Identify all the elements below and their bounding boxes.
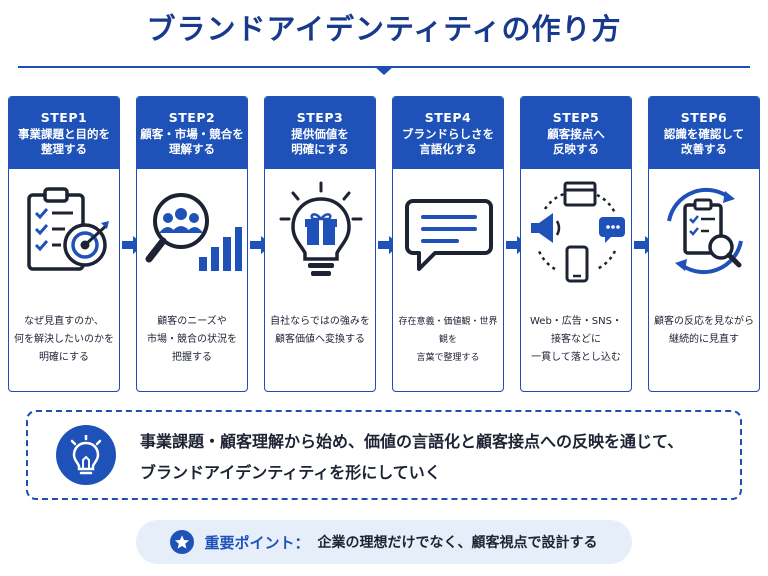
step-number: STEP2 [168,109,216,125]
step-card-5: STEP5 顧客接点へ 反映する Web・広告・SNS・ 接客などに 一貫して落… [520,96,632,392]
step-description: 顧客のニーズや 市場・競合の状況を 把握する [147,316,237,363]
step-description: Web・広告・SNS・ 接客などに 一貫して落とし込む [530,316,622,363]
step-title: 認識を確認して 改善する [663,126,745,156]
key-point-text: 企業の理想だけでなく、顧客視点で設計する [317,535,598,551]
key-point-label: 重要ポイント： [204,533,310,552]
step-header-1: STEP1 事業課題と目的を 整理する [9,97,119,169]
step-card-4: STEP4 ブランドらしさを 言語化する 存在意義・価値観・世界観を 言葉で整理… [392,96,504,392]
summary-box: 事業課題・顧客理解から始め、価値の言語化と顧客接点への反映を通じて、 ブランドア… [26,410,742,500]
touchpoints-cycle-icon [521,181,631,299]
step-header-2: STEP2 顧客・市場・競合を 理解する [137,97,247,169]
step-card-2: STEP2 顧客・市場・競合を 理解する 顧客のニーズや 市場・競合の状況を 把… [136,96,248,392]
step-header-3: STEP3 提供価値を 明確にする [265,97,375,169]
step-description: なぜ見直すのか、 何を解決したいのかを 明確にする [14,316,114,363]
step-card-1: STEP1 事業課題と目的を 整理する なぜ見直すのか、 何を解決したいのかを … [8,96,120,392]
lightbulb-gift-icon [265,181,375,299]
title-divider-notch [374,66,394,75]
clipboard-target-icon [9,181,119,299]
clipboard-refresh-icon [649,181,759,299]
step-description: 自社ならではの強みを 顧客価値へ変換する [270,316,370,345]
step-title: 顧客・市場・競合を 理解する [140,126,244,156]
star-icon [170,530,195,554]
step-description: 顧客の反応を見ながら 継続的に見直す [654,316,754,345]
step-header-6: STEP6 認識を確認して 改善する [649,97,759,169]
step-card-3: STEP3 提供価値を 明確にする 自社ならではの強みを 顧客価値へ変換する [264,96,376,392]
page-title: ブランドアイデンティティの作り方 [146,12,622,46]
step-card-6: STEP6 認識を確認して 改善する 顧客の反応を見ながら 継続的に見直す [648,96,760,392]
step-number: STEP1 [40,109,88,125]
lightbulb-icon [56,425,116,485]
speech-bubble-icon [393,181,503,299]
step-number: STEP3 [296,109,344,125]
step-description: 存在意義・価値観・世界観を 言葉で整理する [398,317,498,363]
step-title: 事業課題と目的を 整理する [18,126,110,156]
step-title: ブランドらしさを 言語化する [402,126,494,156]
summary-text: 事業課題・顧客理解から始め、価値の言語化と顧客接点への反映を通じて、 ブランドア… [140,432,684,482]
step-number: STEP4 [424,109,472,125]
step-header-4: STEP4 ブランドらしさを 言語化する [393,97,503,169]
step-number: STEP6 [680,109,728,125]
step-header-5: STEP5 顧客接点へ 反映する [521,97,631,169]
step-title: 提供価値を 明確にする [291,126,349,156]
steps-row: STEP1 事業課題と目的を 整理する なぜ見直すのか、 何を解決したいのかを … [8,96,760,392]
key-point-banner: 重要ポイント： 企業の理想だけでなく、顧客視点で設計する [136,520,632,564]
magnifier-people-chart-icon [137,181,247,299]
step-number: STEP5 [552,109,600,125]
step-title: 顧客接点へ 反映する [547,126,605,156]
